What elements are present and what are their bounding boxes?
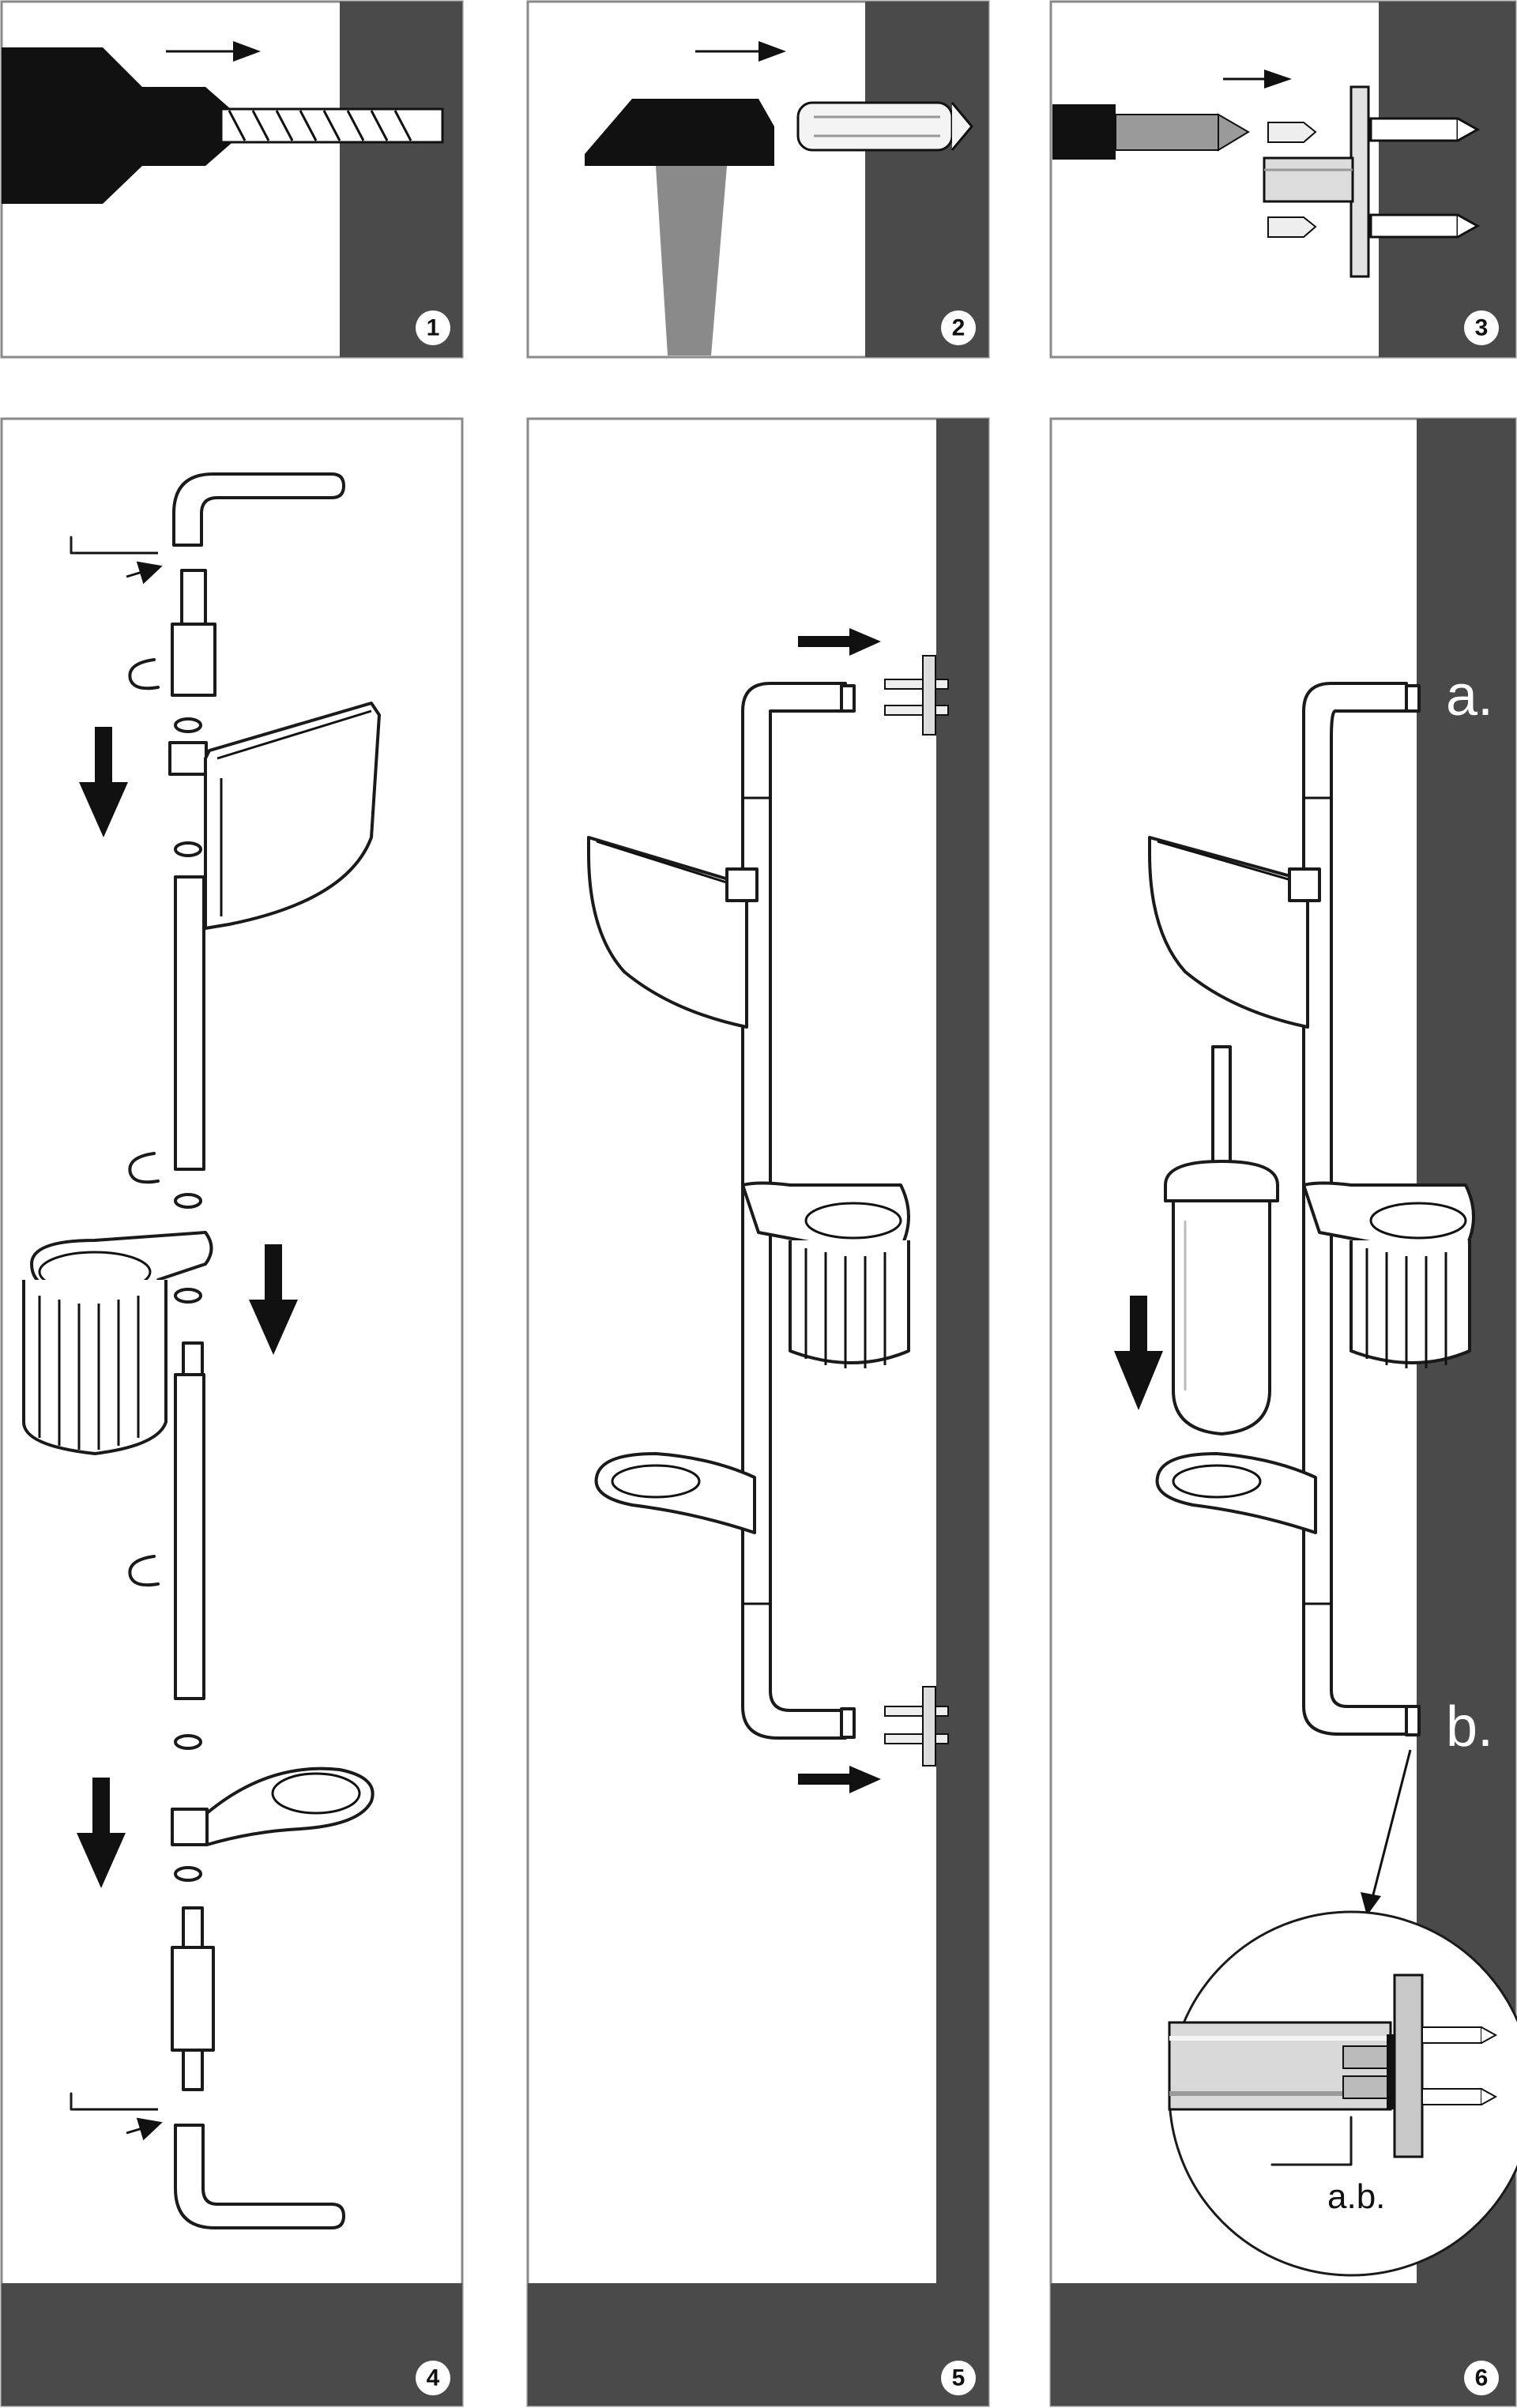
- assembled-column: [1302, 682, 1408, 1736]
- step-number-badge: [1464, 310, 1499, 345]
- down-arrow-icon: [79, 727, 128, 837]
- callout-label-a: a.: [1446, 664, 1493, 728]
- step-3-panel: 3: [1049, 0, 1517, 359]
- top-elbow-tube: [172, 472, 345, 547]
- washer: [174, 1288, 202, 1304]
- step-number-badge: [941, 310, 976, 345]
- ring-holder-part: [594, 1452, 756, 1534]
- down-arrow-icon: [249, 1244, 298, 1355]
- mounting-bracket-icon: [884, 1686, 949, 1766]
- detail-magnifier: [1168, 1910, 1517, 2277]
- push-arrow-icon: [798, 1766, 881, 1793]
- connector-pin: [182, 2049, 204, 2091]
- end-cap: [840, 684, 856, 713]
- down-arrow-icon: [1114, 1296, 1163, 1410]
- hex-key-icon: [70, 2092, 163, 2141]
- brush-basket-part: [741, 1181, 910, 1368]
- clip-ring-icon: [128, 1152, 160, 1184]
- wall: [528, 419, 988, 2406]
- hex-key-icon: [70, 536, 163, 585]
- push-arrow-icon: [695, 41, 786, 62]
- wall: [340, 2, 462, 357]
- mounting-bracket-icon: [1263, 85, 1481, 278]
- hammer-icon: [585, 99, 774, 356]
- callout-label-b: b.: [1446, 1695, 1493, 1759]
- paper-holder-part: [587, 836, 758, 1029]
- step-4-panel: 4: [0, 417, 464, 2407]
- washer: [174, 1734, 202, 1750]
- push-arrow-icon: [798, 628, 881, 656]
- long-tube: [174, 875, 205, 1171]
- step-number-badge: [416, 310, 450, 345]
- push-arrow-icon: [1223, 70, 1292, 88]
- long-tube: [174, 1373, 205, 1700]
- connector-pin: [182, 1341, 204, 1376]
- connector-sleeve: [171, 623, 216, 697]
- step-1-panel: 1: [0, 0, 464, 359]
- ring-holder-part: [171, 1766, 375, 1846]
- step-number: 6: [1475, 2365, 1489, 2391]
- end-cap: [1405, 684, 1421, 713]
- step-6-panel: a. b. a.b. 6: [1049, 417, 1517, 2407]
- end-cap: [840, 1707, 856, 1739]
- paper-holder-part: [168, 702, 381, 930]
- wall: [865, 2, 988, 357]
- screw-icon: [1267, 122, 1317, 238]
- step-number: 4: [427, 2365, 440, 2391]
- washer: [174, 1866, 202, 1882]
- drill-icon: [2, 47, 444, 204]
- wall-anchor-icon: [796, 101, 973, 152]
- step-number: 5: [952, 2365, 966, 2391]
- toilet-brush-icon: [1164, 1045, 1279, 1435]
- step-5-panel: 5: [526, 417, 990, 2407]
- washer: [174, 841, 202, 857]
- assembled-column: [741, 682, 847, 1740]
- step-number-badge: [1464, 2361, 1499, 2395]
- washer: [174, 1193, 202, 1209]
- brush-basket-part: [22, 1231, 213, 1455]
- clip-ring-icon: [128, 658, 160, 690]
- bottom-elbow-tube: [174, 2124, 345, 2229]
- ring-holder-part: [1155, 1452, 1317, 1534]
- paper-holder-part: [1148, 836, 1321, 1029]
- step-number: 2: [952, 315, 966, 341]
- wall: [1379, 2, 1515, 357]
- step-number: 1: [427, 315, 440, 341]
- push-arrow-icon: [166, 41, 261, 62]
- mounting-bracket-icon: [884, 655, 949, 736]
- end-cap: [1405, 1705, 1421, 1736]
- leader-arrowhead: [1361, 1892, 1381, 1916]
- callout-label-detail: a.b.: [1327, 2177, 1385, 2216]
- screwdriver-icon: [1052, 104, 1250, 160]
- connector-pin: [180, 569, 207, 627]
- step-number-badge: [941, 2361, 976, 2395]
- washer: [174, 717, 202, 733]
- connector-pin: [182, 1906, 204, 1949]
- step-number-badge: [416, 2361, 450, 2395]
- step-number: 3: [1475, 315, 1489, 341]
- clip-ring-icon: [128, 1555, 160, 1587]
- down-arrow-icon: [77, 1778, 126, 1888]
- leader-line: [1369, 1749, 1412, 1905]
- brush-basket-part: [1302, 1181, 1475, 1368]
- step-2-panel: 2: [526, 0, 990, 359]
- connector-sleeve: [171, 1946, 215, 2052]
- wall: [2, 2283, 462, 2406]
